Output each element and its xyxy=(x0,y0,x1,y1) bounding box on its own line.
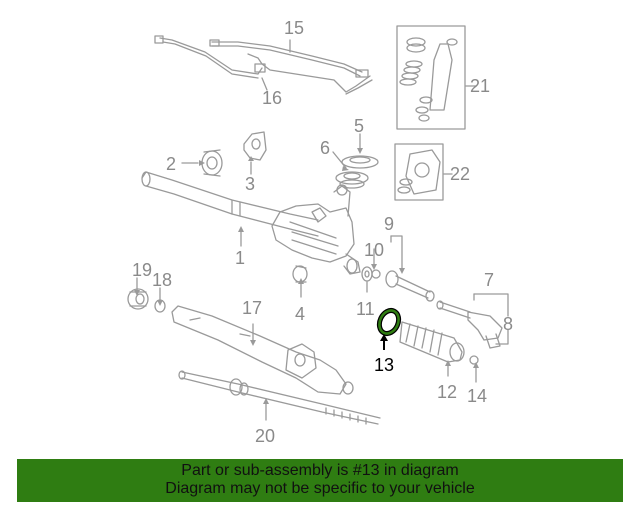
boot-12 xyxy=(399,321,465,363)
callout-16: 16 xyxy=(262,88,282,108)
seal-5 xyxy=(341,155,379,169)
callout-8: 8 xyxy=(503,314,513,334)
tie-rod-9 xyxy=(385,270,435,302)
callout-22: 22 xyxy=(450,164,470,184)
callout-21: 21 xyxy=(470,76,490,96)
callout-18: 18 xyxy=(152,270,172,290)
tie-rod-end-7 xyxy=(436,300,503,349)
bracket-3 xyxy=(243,131,267,161)
callout-10: 10 xyxy=(364,240,384,260)
part-21-box xyxy=(396,25,466,130)
callout-5: 5 xyxy=(354,116,364,136)
nut-10 xyxy=(371,269,381,279)
bushing-4 xyxy=(292,265,308,283)
banner-line-2: Diagram may not be specific to your vehi… xyxy=(165,480,475,497)
part-22-box xyxy=(394,143,444,201)
parts-diagram: 15 16 21 2 3 5 6 22 1 9 10 19 18 7 8 4 1… xyxy=(127,18,513,446)
fluid-line-15 xyxy=(154,35,373,95)
callout-11: 11 xyxy=(356,299,375,319)
callout-7: 7 xyxy=(484,270,494,290)
seal-6 xyxy=(335,171,369,189)
info-banner: Part or sub-assembly is #13 in diagram D… xyxy=(17,459,623,502)
callout-4: 4 xyxy=(295,304,305,324)
callout-2: 2 xyxy=(166,154,176,174)
callout-19: 19 xyxy=(132,260,152,280)
callout-6: 6 xyxy=(320,138,330,158)
callout-9: 9 xyxy=(384,214,394,234)
clamp-14 xyxy=(469,355,479,365)
rack-bar-20 xyxy=(178,370,381,425)
steering-rack-1 xyxy=(141,171,361,275)
banner-line-1: Part or sub-assembly is #13 in diagram xyxy=(181,462,459,479)
leader-lines xyxy=(136,39,509,421)
callout-12: 12 xyxy=(437,382,457,402)
washer-11 xyxy=(361,266,373,282)
arrowheads xyxy=(134,148,479,404)
leader-13 xyxy=(380,334,388,350)
callout-15: 15 xyxy=(284,18,304,38)
callout-13: 13 xyxy=(374,355,394,375)
callout-3: 3 xyxy=(245,174,255,194)
callout-1: 1 xyxy=(235,248,245,268)
callout-20: 20 xyxy=(255,426,275,446)
o-ring-13[interactable] xyxy=(376,307,402,337)
callout-14: 14 xyxy=(467,386,487,406)
callout-17: 17 xyxy=(242,298,262,318)
housing-17 xyxy=(171,305,354,395)
